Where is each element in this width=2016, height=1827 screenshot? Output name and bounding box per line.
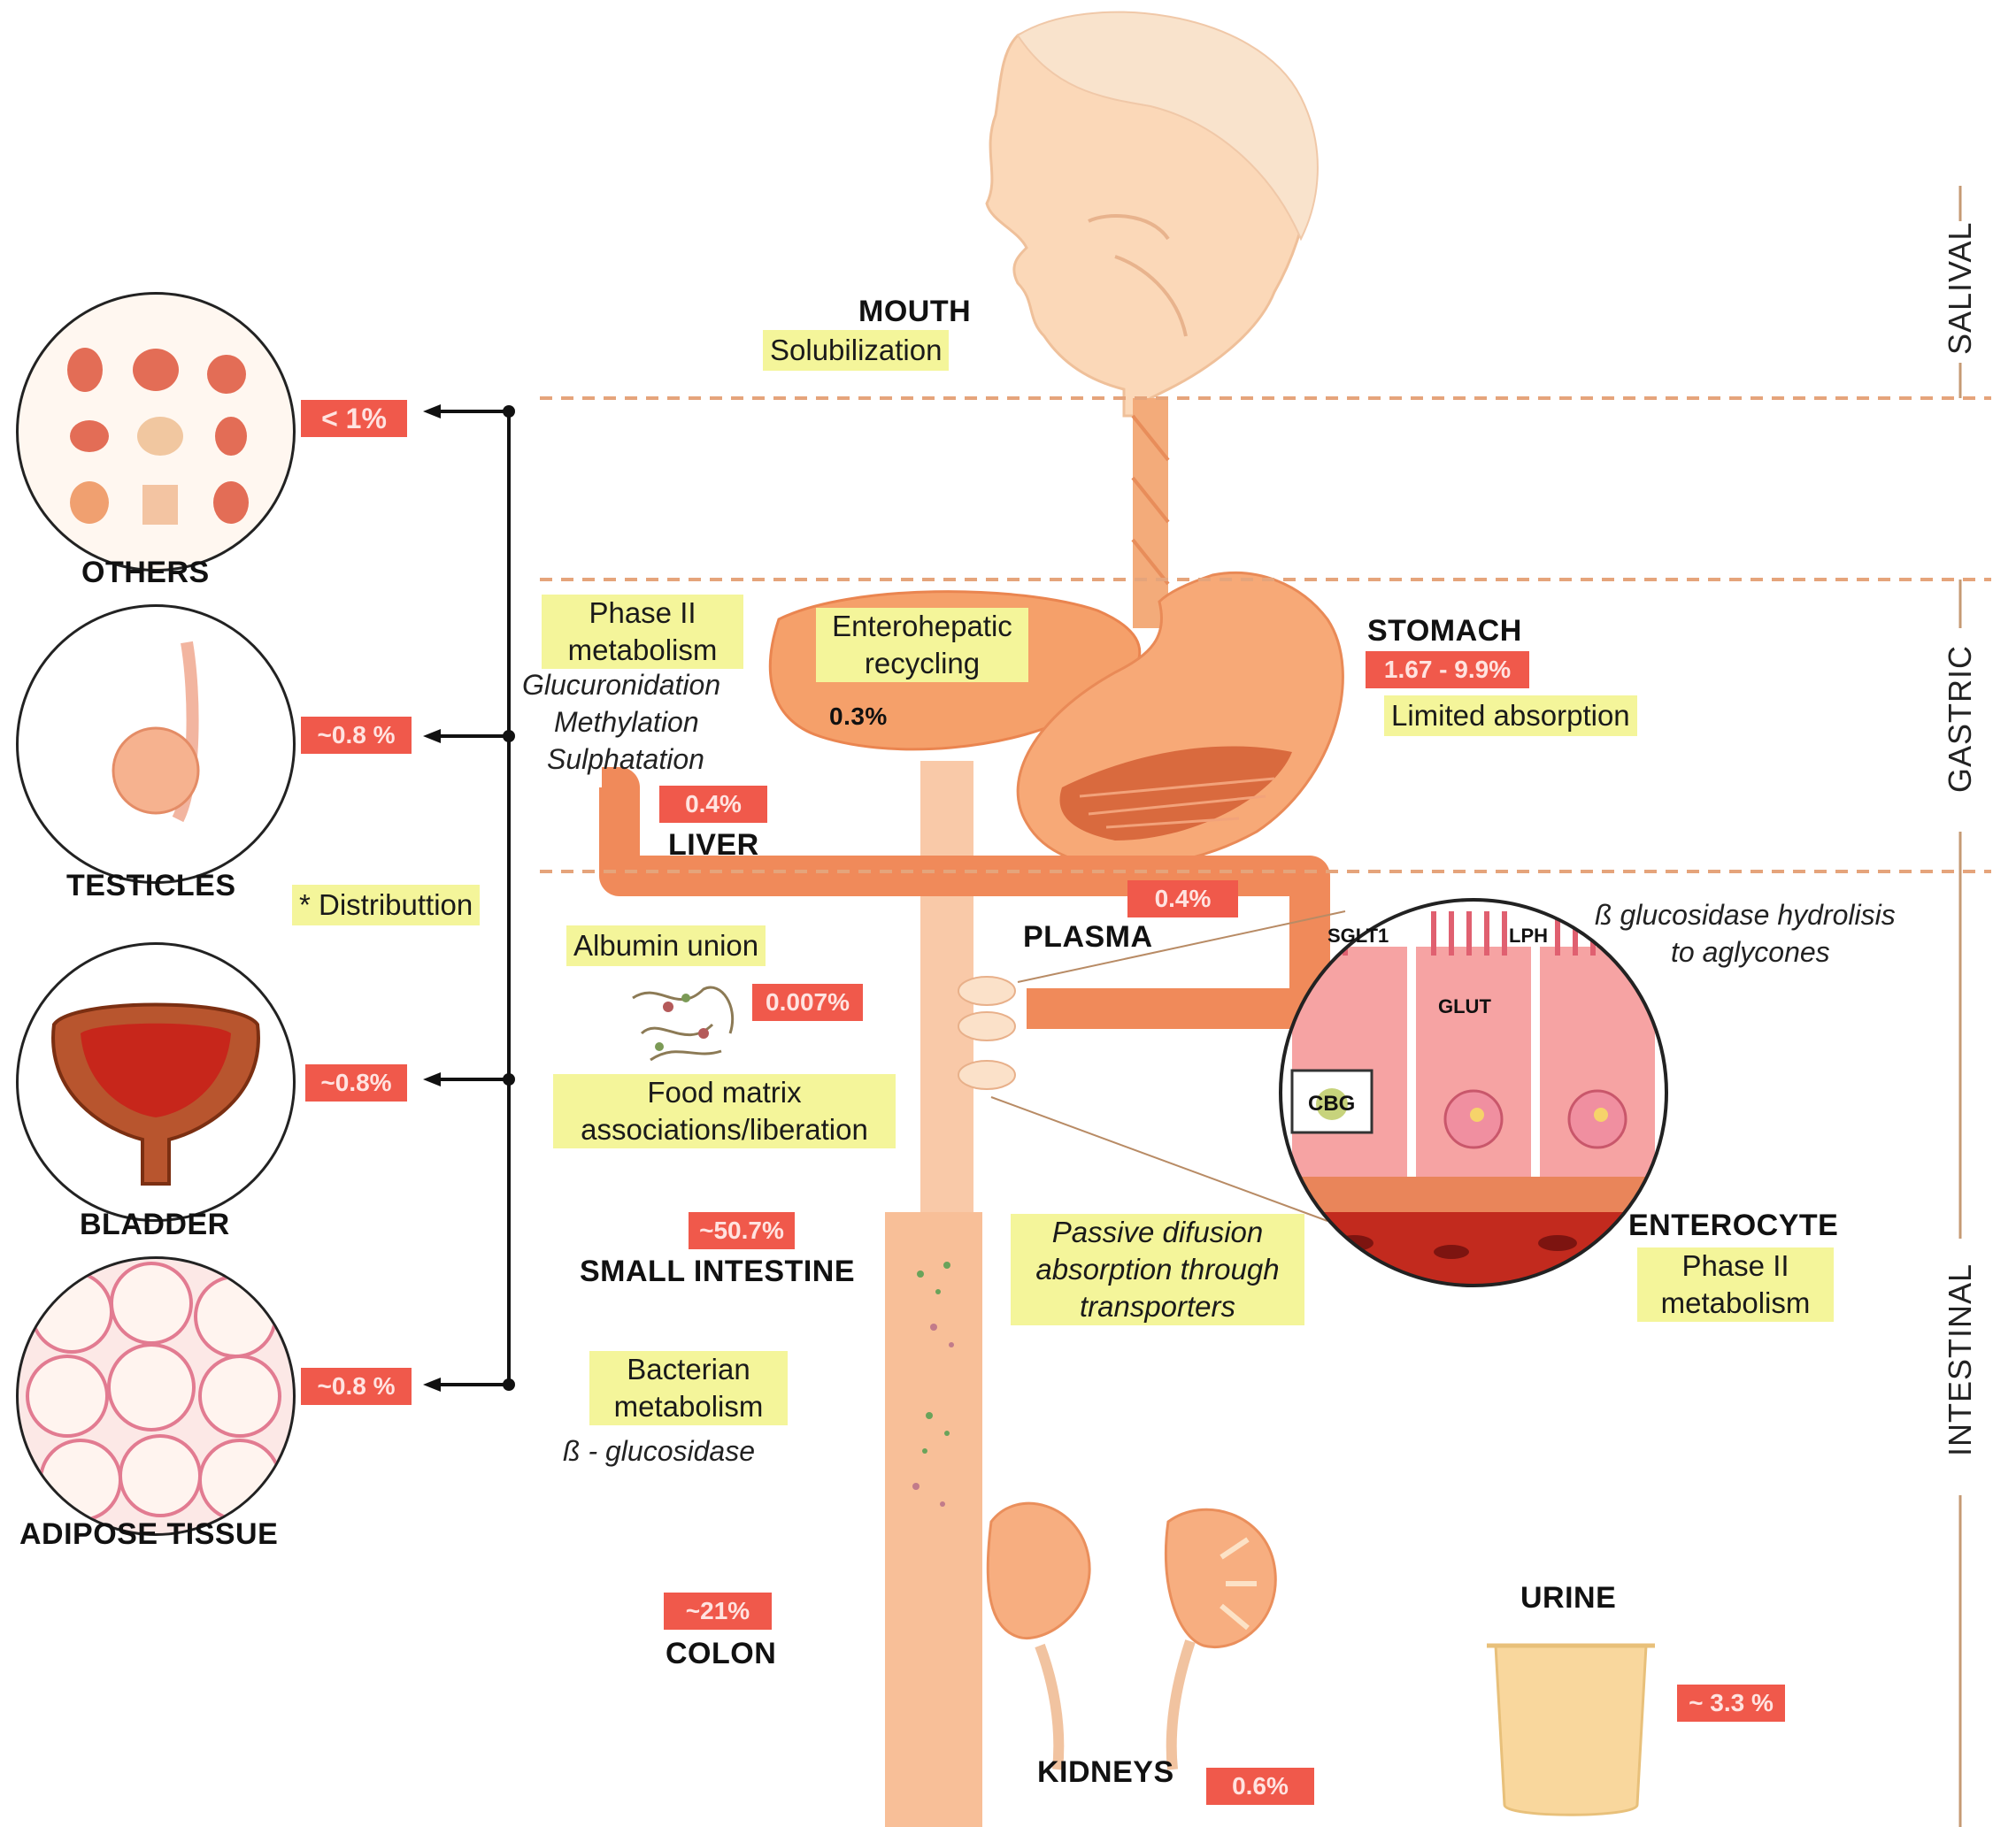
tissue-pct-adipose: ~0.8 % — [301, 1368, 412, 1405]
passive-diffusion-note: Passive difusion absorption through tran… — [1011, 1214, 1304, 1325]
enterocyte-lph: LPH — [1509, 925, 1548, 947]
colon-label: COLON — [666, 1637, 777, 1670]
tissue-pct-others: < 1% — [301, 400, 407, 437]
food-matrix-line-1: Food matrix — [647, 1076, 802, 1109]
tissue-label-adipose: ADIPOSE TISSUE — [19, 1517, 279, 1551]
kidney-left — [986, 1501, 1091, 1639]
tissue-label-testicles: TESTICLES — [66, 869, 236, 902]
liver-method-methylation: Methylation — [554, 706, 699, 738]
section-intestinal: INTESTINAL — [1942, 1263, 1978, 1456]
stomach-label: STOMACH — [1367, 614, 1522, 648]
section-gastric: GASTRIC — [1942, 644, 1978, 793]
stomach-pct: 1.67 - 9.9% — [1366, 651, 1529, 688]
liver-method-glucuronidation: Glucuronidation — [522, 669, 721, 701]
enterocyte-sglt1: SGLT1 — [1327, 925, 1389, 947]
enterocyte-cbg: CBG — [1308, 1092, 1355, 1116]
bacterian-note: Bacterian metabolism — [589, 1351, 788, 1425]
liver-phase-title-2: metabolism — [567, 633, 718, 666]
others-circle — [16, 292, 296, 572]
enterocyte-zoom: SGLT1 LPH GLUT CBG — [1279, 898, 1668, 1287]
urine-pct: ~ 3.3 % — [1677, 1685, 1785, 1722]
adipose-circle — [16, 1256, 296, 1536]
bacterian-enzyme: ß - glucosidase — [563, 1435, 755, 1467]
mouth-note: Solubilization — [763, 330, 950, 371]
testicle-icon — [112, 641, 200, 823]
tissue-label-bladder: BLADDER — [80, 1208, 230, 1241]
food-matrix-note: Food matrix associations/liberation — [553, 1074, 896, 1148]
enterocyte-glut: GLUT — [1438, 995, 1491, 1017]
passive-line-3: transporters — [1079, 1290, 1236, 1323]
small-intestine-pct: ~50.7% — [689, 1212, 795, 1249]
liver-label: LIVER — [668, 828, 759, 862]
section-salival: SALIVAL — [1942, 221, 1978, 355]
organs-icon — [67, 348, 249, 525]
plasma-pct: 0.4% — [1127, 880, 1238, 917]
food-matrix-line-2: associations/liberation — [581, 1113, 868, 1146]
kidney-right — [1164, 1508, 1277, 1648]
testicles-circle — [16, 604, 296, 884]
bladder-icon — [51, 1002, 260, 1186]
enterocyte-label: ENTEROCYTE — [1628, 1209, 1839, 1242]
passive-line-2: absorption through — [1035, 1253, 1280, 1286]
kidneys-label: KIDNEYS — [1037, 1755, 1174, 1789]
urine-label: URINE — [1520, 1581, 1617, 1615]
kidneys-pct: 0.6% — [1206, 1768, 1314, 1805]
colon-pct: ~21% — [664, 1593, 772, 1630]
enterocyte-phase-2: metabolism — [1660, 1286, 1811, 1319]
liver-pct: 0.4% — [659, 786, 767, 823]
small-intestine-label: SMALL INTESTINE — [580, 1255, 855, 1288]
enterohepatic-pct: 0.3% — [829, 702, 888, 730]
liver-phase-title-1: Phase II — [589, 596, 696, 629]
tissue-pct-testicles: ~0.8 % — [301, 717, 412, 754]
enterocyte-phase-1: Phase II — [1681, 1249, 1789, 1282]
enterohepatic-line-2: recycling — [864, 647, 981, 679]
adipose-icon — [26, 1262, 281, 1522]
plasma-label: PLASMA — [1023, 920, 1153, 954]
tissue-label-others: OTHERS — [81, 556, 210, 589]
bladder-circle — [16, 942, 296, 1222]
passive-line-1: Passive difusion — [1051, 1216, 1264, 1248]
albumin-protein-icon — [632, 986, 735, 1062]
bacterian-line-1: Bacterian — [627, 1353, 750, 1386]
bacterian-line-2: metabolism — [613, 1390, 764, 1423]
albumin-note: Albumin union — [566, 925, 766, 966]
distribution-note: * Distributtion — [292, 885, 481, 925]
liver-method-sulphatation: Sulphatation — [547, 743, 704, 775]
tissue-pct-bladder: ~0.8% — [305, 1064, 407, 1102]
head-illustration — [985, 11, 1319, 418]
enterocyte-hydrolysis-1: ß glucosidase hydrolisis — [1595, 899, 1896, 931]
mouth-label: MOUTH — [858, 295, 972, 328]
liver-phase-note: Phase II metabolism — [542, 595, 743, 669]
urine-beaker — [1494, 1644, 1648, 1816]
enterocyte-hydrolysis-2: to aglycones — [1671, 936, 1830, 968]
enterohepatic-note: Enterohepatic recycling — [816, 608, 1028, 682]
enterohepatic-line-1: Enterohepatic — [832, 610, 1012, 642]
enterocyte-phase-note: Phase II metabolism — [1637, 1247, 1834, 1322]
albumin-pct: 0.007% — [752, 984, 863, 1021]
stomach-note: Limited absorption — [1384, 695, 1637, 736]
